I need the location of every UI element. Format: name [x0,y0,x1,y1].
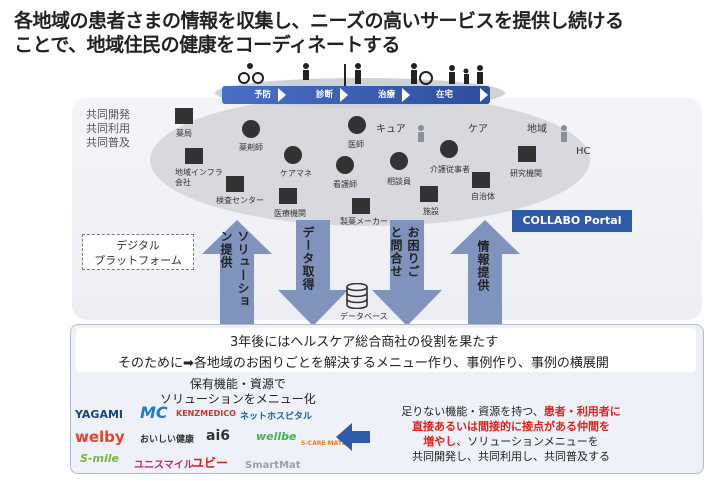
timeline-prevention: 予防 [254,90,272,100]
logo-mc: MC [140,403,168,422]
arrow-label-solution: ソリューション提供 [219,230,250,308]
pharmacist-icon [242,120,260,138]
partner-line-4: 共同開発し、共同利用し、共同普及する [412,450,610,463]
database-label: データベース [340,312,388,321]
factory-icon [352,198,370,214]
digital-platform-line-1: デジタル [116,239,160,252]
arrow-left-icon [336,423,370,451]
strategy-statement: そのために➡各地域のお困りごとを解決するメニュー作り、事例作り、事例の横展開 [118,356,609,371]
logo-net-hospital: ネットホスピタル [240,412,313,422]
care-manager-icon [284,146,302,164]
pharmacy-icon [175,108,193,124]
care-worker-icon [440,140,458,158]
node-pharmacy: 薬局 [176,129,192,138]
doctor-icon [348,116,366,134]
side-label-joint-development: 共同開発 [86,108,130,121]
arrow-label-data: データ取得 [301,226,315,291]
research-institute-icon [518,146,536,162]
bottom-header [76,328,696,372]
digital-platform-line-2: プラットフォーム [94,254,182,267]
walking-person-icon [418,125,424,142]
owned-resources-title: 保有機能・資源で ソリューションをメニュー化 [160,377,316,407]
collabo-portal-badge: COLLABO Portal [512,210,632,232]
hospital-icon [279,188,297,204]
logo-unismile: ユニスマイル [134,460,194,471]
partner-line-3: 増やし、ソリューションメニューを [386,434,636,449]
node-care-manager: ケアマネ [280,169,312,178]
counselor-icon [390,152,408,170]
logo-s-mile: S-mile [80,452,119,465]
partner-line-1b: 患者・利用者に [543,405,621,418]
side-label-joint-use: 共同利用 [86,122,130,135]
logo-s-care-mate: S-CARE MATE [301,440,347,447]
node-research-institute: 研究機関 [510,169,542,178]
logo-oishii-kenko: おいしい健康 [140,435,195,445]
node-doctor: 医師 [348,140,364,149]
node-pharmacist: 薬剤師 [239,143,263,152]
database-icon [346,283,368,309]
logo-wellbe: wellbe [256,430,297,443]
arrow-up-info [450,220,520,326]
partner-line-3b: 、ソリューションメニューを [456,435,599,448]
nurse-icon [336,156,354,174]
infrastructure-icon [185,148,203,164]
arrow-up-solution [202,220,272,326]
partner-strategy-text: 足りない機能・資源を持つ、患者・利用者に 直接あるいは間接的に接点がある仲間を … [386,404,636,464]
logo-yagami: YAGAMI [75,408,124,421]
logo-kenzmedico: KENZMEDICO [176,409,236,418]
chevron-right-icon [480,88,488,102]
stakeholder-ellipse [150,94,590,226]
arrow-down-trouble [372,220,442,326]
node-test-center: 検査センター [216,196,264,205]
chevron-right-icon [278,88,286,102]
logo-smartmat: SmartMat [245,460,301,471]
node-municipality: 自治体 [471,192,495,201]
arrow-label-trouble: お困りごと問合せ [389,226,420,278]
logo-ai6: ai6 [206,428,230,444]
category-region: 地域 [527,124,547,135]
partner-line-1: 足りない機能・資源を持つ、患者・利用者に [386,404,636,419]
node-facility: 施設 [423,207,439,216]
timeline-treatment: 治療 [378,90,396,100]
partner-line-3a: 増やし [423,435,457,448]
goal-statement: 3年後にはヘルスケア総合商社の役割を果たす [230,335,499,350]
partner-line-1a: 足りない機能・資源を持つ、 [401,405,544,418]
node-regional-infrastructure: 地域インフラ会社 [175,168,223,187]
digital-platform-box: デジタル プラットフォーム [82,234,194,270]
timeline-diagnosis: 診断 [316,90,334,100]
timeline-home: 在宅 [436,90,454,100]
node-care-worker: 介護従事者 [430,165,470,174]
category-care: ケア [468,124,488,135]
logo-welby: welby [75,428,125,446]
care-timeline: 予防 診断 治療 在宅 [222,86,490,104]
arrow-label-info: 情報提供 [476,240,490,292]
logo-ubie: ユビー [192,456,229,470]
side-label-joint-spread: 共同普及 [86,136,130,149]
walking-person-icon [561,125,567,142]
node-counselor: 相談員 [387,177,411,186]
category-hc: HC [576,146,591,157]
arrow-down-data [278,220,348,326]
city-hall-icon [472,172,490,188]
chevron-right-icon [340,88,348,102]
node-medical-institution: 医療機関 [274,209,306,218]
test-center-icon [226,176,244,192]
page-title-line-2: ことで、地域住民の健康をコーディネートする [14,34,400,56]
node-pharma-maker: 製薬メーカー [340,217,388,226]
chevron-right-icon [402,88,410,102]
timeline-people-icons [238,63,483,86]
page-title-line-1: 各地域の患者さまの情報を収集し、ニーズの高いサービスを提供し続ける [14,10,624,32]
category-cure: キュア [376,124,406,135]
partner-line-2: 直接あるいは間接的に接点がある仲間を [412,420,610,433]
facility-icon [420,186,438,202]
node-nurse: 看護師 [333,180,357,189]
owned-title-line-2: ソリューションをメニュー化 [160,392,316,406]
owned-title-line-1: 保有機能・資源で [189,377,286,391]
